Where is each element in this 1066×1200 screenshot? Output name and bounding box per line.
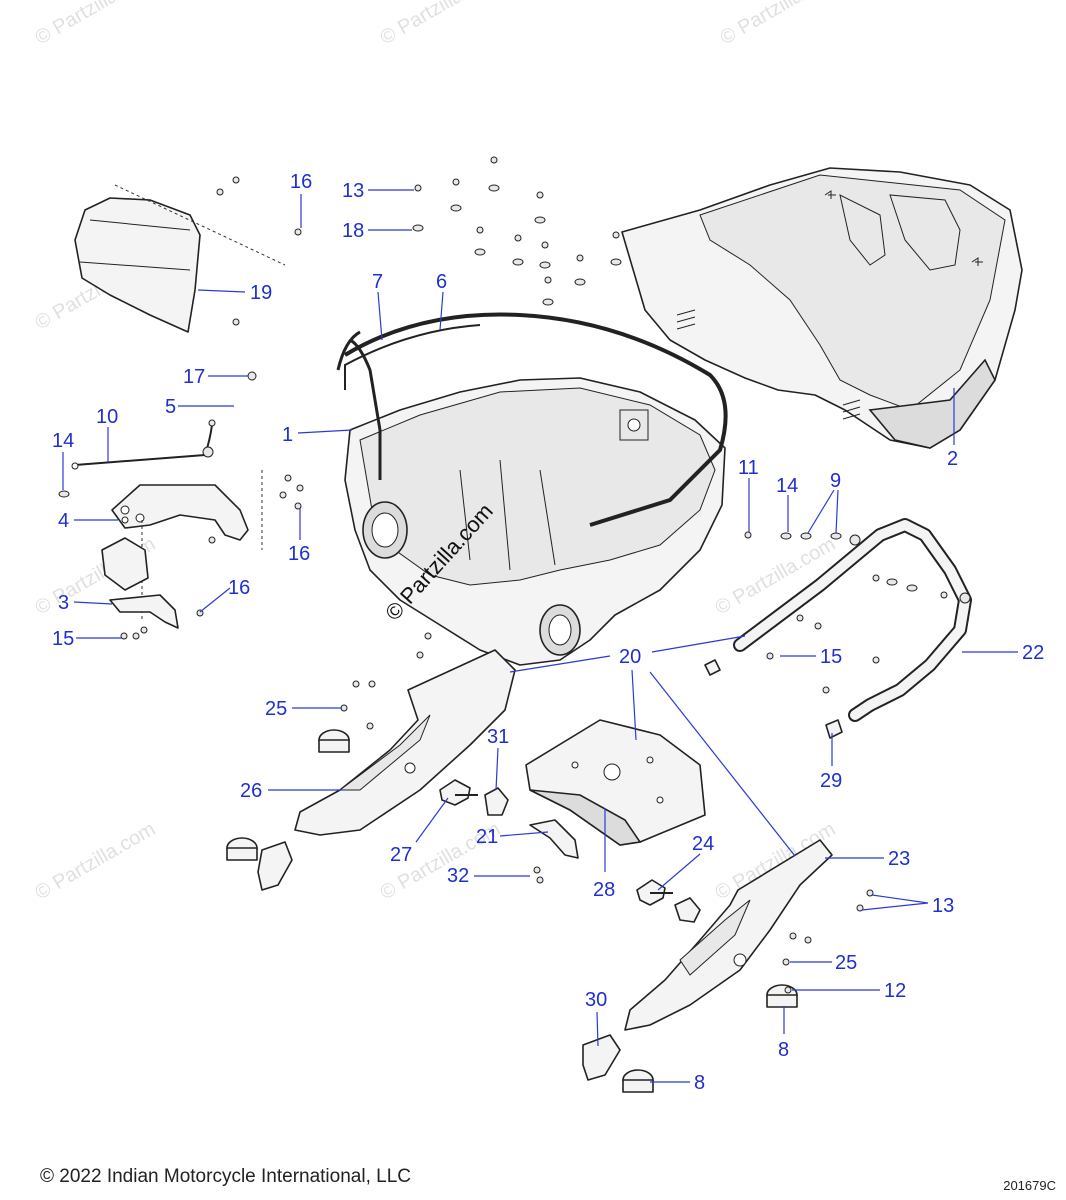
callout-9: 9 [830,470,841,492]
callout-13: 13 [342,180,364,202]
watermark-tile: © Partzilla.com [717,0,845,49]
part-3-hinge-plate [101,537,179,629]
callout-28: 28 [593,879,615,901]
watermark-tile: © Partzilla.com [32,0,160,49]
callout-16: 16 [228,577,250,599]
drawing-number: 201679C [1003,1178,1056,1193]
part-10-cable [71,419,216,470]
callout-29: 29 [820,770,842,792]
callouts: 16 13 18 19 7 6 17 5 10 14 1 2 4 16 11 1… [52,171,1044,1094]
callout-8: 8 [778,1039,789,1061]
callout-6: 6 [436,271,447,293]
part-6-7-seal-trim [336,312,728,527]
callout-18: 18 [342,220,364,242]
part-1-trunk-body [344,377,726,666]
callout-20: 20 [619,646,641,668]
watermark-tile: © Partzilla.com [377,0,505,49]
callout-15: 15 [52,628,74,650]
callout-16: 16 [288,543,310,565]
callout-21: 21 [476,826,498,848]
part-29-bumper [704,659,843,739]
callout-22: 22 [1022,642,1044,664]
part-8-bushing [226,729,798,1093]
part-22-grab-rail [733,518,972,722]
fasteners [58,156,948,994]
callout-12: 12 [884,980,906,1002]
callout-17: 17 [183,366,205,388]
part-23-right-strut [624,839,833,1031]
callout-8: 8 [694,1072,705,1094]
callout-27: 27 [390,844,412,866]
callout-26: 26 [240,780,262,802]
callout-5: 5 [165,396,176,418]
part-27-latch-lever [439,779,509,816]
part-4-bracket [111,470,263,620]
part-28-mounting-plate [525,719,706,846]
part-26-left-strut [294,649,516,836]
callout-15: 15 [820,646,842,668]
callout-31: 31 [487,726,509,748]
callout-14: 14 [52,430,74,452]
callout-13: 13 [932,895,954,917]
callout-24: 24 [692,833,714,855]
part-30-strut-foot [257,841,621,1081]
callout-11: 11 [738,457,759,479]
callout-14: 14 [776,475,798,497]
callout-25: 25 [835,952,857,974]
callout-1: 1 [282,424,293,446]
part-24-latch-lever [636,879,701,923]
part-21-small-bracket [529,819,579,859]
callout-4: 4 [58,510,69,532]
callout-10: 10 [96,406,118,428]
callout-25: 25 [265,698,287,720]
callout-3: 3 [58,592,69,614]
copyright-notice: © 2022 Indian Motorcycle International, … [40,1166,411,1187]
callout-2: 2 [947,448,958,470]
watermark-tile: © Partzilla.com [32,818,160,904]
part-19-cover-pad [74,184,286,333]
callout-19: 19 [250,282,272,304]
callout-30: 30 [585,989,607,1011]
callout-7: 7 [372,271,383,293]
callout-23: 23 [888,848,910,870]
callout-16: 16 [290,171,312,193]
part-2-inner-liner [621,167,1023,449]
leader-lines [62,189,1018,1083]
callout-32: 32 [447,865,469,887]
